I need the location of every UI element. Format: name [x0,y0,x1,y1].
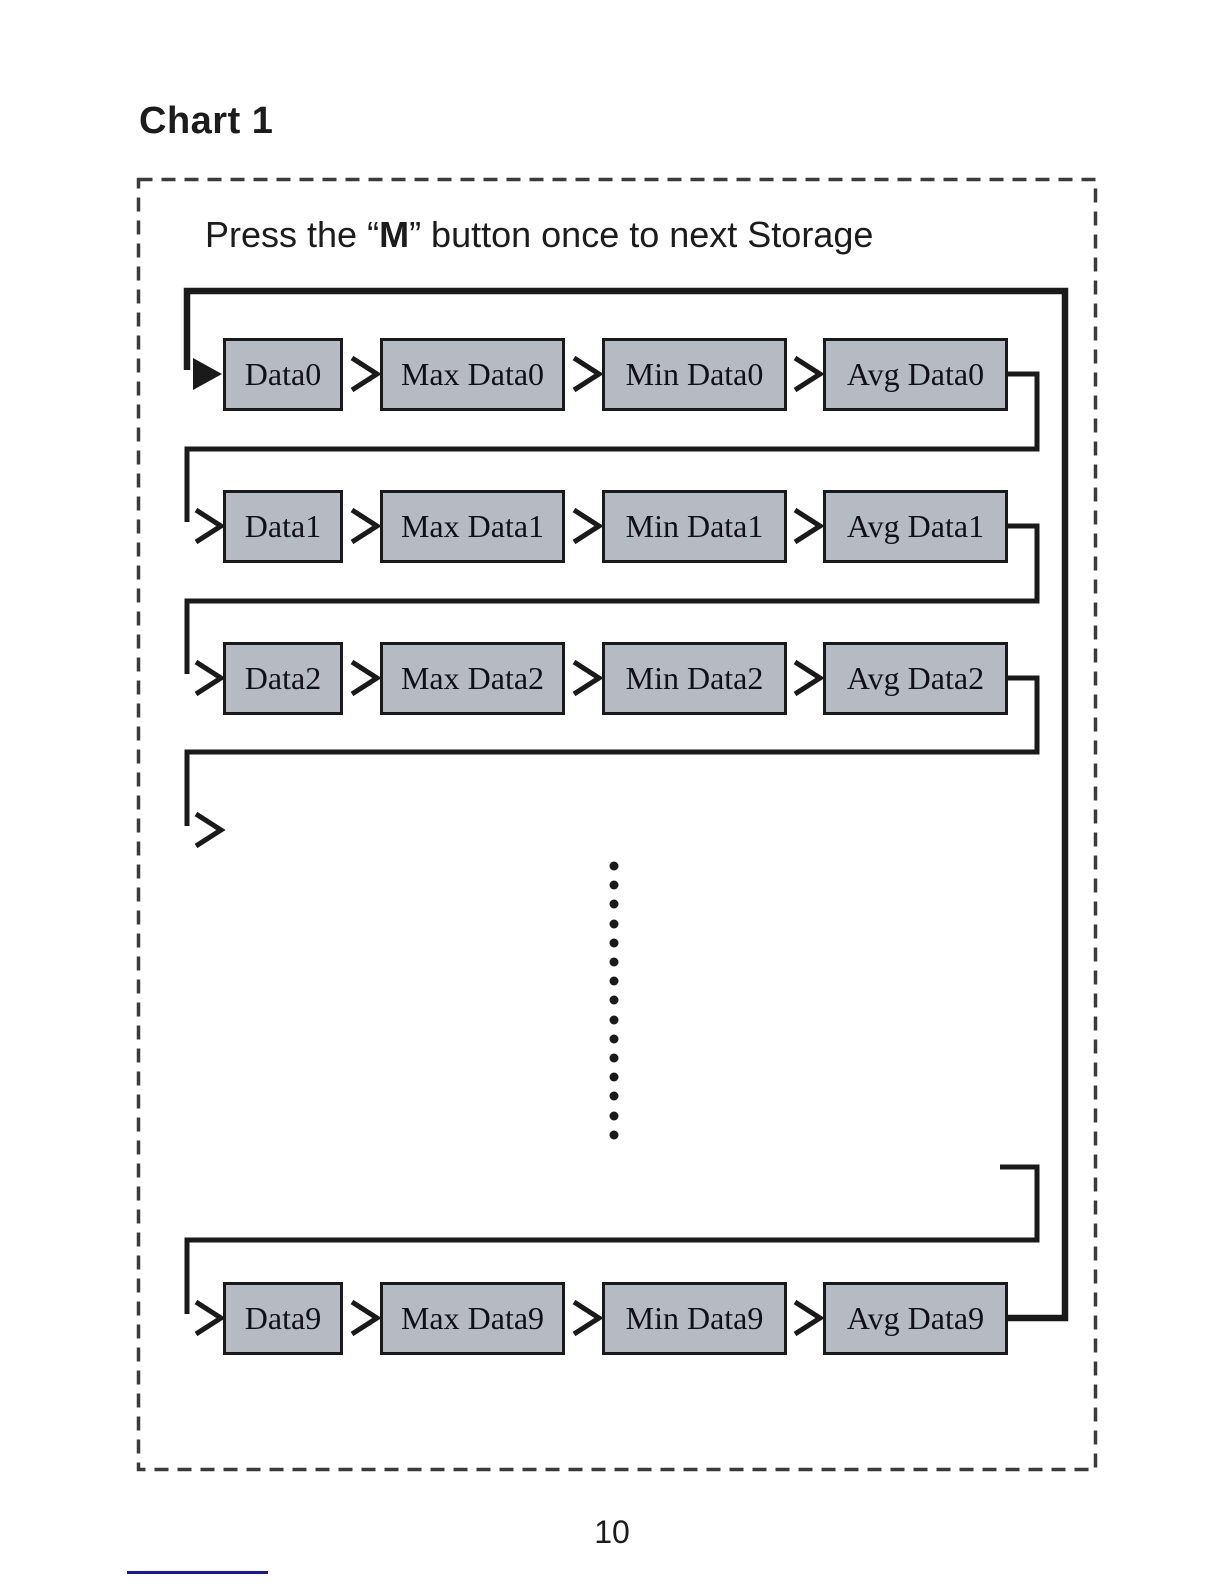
node-data2: Data2 [223,642,343,715]
vertical-ellipsis [609,861,619,1140]
node-avg-data9: Avg Data9 [823,1282,1008,1355]
instruction-prefix: Press the “ [205,214,380,255]
node-max-data9: Max Data9 [380,1282,565,1355]
node-avg-data1: Avg Data1 [823,490,1008,563]
node-data9: Data9 [223,1282,343,1355]
wire-avg2-to-next [184,675,1040,826]
open-arrowhead-into-data2 [194,659,226,697]
row1-step-arrows [350,507,825,545]
node-min-data9: Min Data9 [602,1282,787,1355]
solid-arrowhead-into-data0 [193,358,222,390]
open-arrowhead-into-data9 [194,1299,226,1337]
instruction-suffix: ” button once to next Storage [409,214,874,255]
open-arrowhead-truncated [194,811,226,849]
node-min-data1: Min Data1 [602,490,787,563]
row2-step-arrows [350,659,825,697]
m-button-key: M [379,214,410,255]
wire-avg0-to-data1 [184,371,1040,522]
node-min-data2: Min Data2 [602,642,787,715]
node-max-data2: Max Data2 [380,642,565,715]
loop-wire-avg9-to-data0 [183,287,1069,1322]
page-number: 10 [594,1514,630,1550]
node-data1: Data1 [223,490,343,563]
wire-into-data9 [184,1164,1040,1314]
wire-avg1-to-data2 [184,523,1040,674]
open-arrowhead-into-data1 [194,507,226,545]
row9-step-arrows [350,1299,825,1337]
node-data0: Data0 [223,338,343,411]
footer-accent-rule [127,1571,268,1574]
node-avg-data0: Avg Data0 [823,338,1008,411]
chart-title: Chart 1 [139,100,274,142]
node-max-data1: Max Data1 [380,490,565,563]
node-min-data0: Min Data0 [602,338,787,411]
node-max-data0: Max Data0 [380,338,565,411]
row0-step-arrows [350,355,825,393]
dashed-frame [136,177,1098,1472]
instruction-text: Press the “M” button once to next Storag… [205,214,873,256]
node-avg-data2: Avg Data2 [823,642,1008,715]
